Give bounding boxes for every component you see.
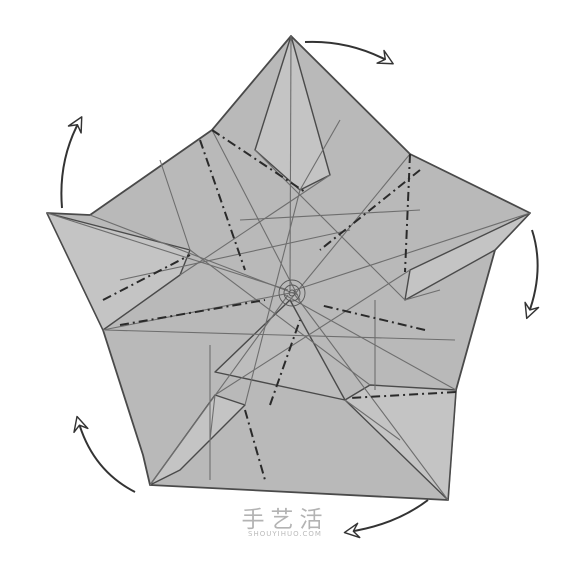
rotation-arrow-right xyxy=(524,229,540,320)
rotation-arrow-bottom-right xyxy=(343,499,429,539)
corner-flaps xyxy=(46,35,531,501)
rotation-arrow-bottom-left xyxy=(73,415,136,493)
rotation-arrow-left xyxy=(60,116,83,209)
rotation-arrows xyxy=(60,40,540,539)
watermark-url: SHOUYIHUO.COM xyxy=(248,530,322,538)
center-spiral xyxy=(278,279,306,307)
rotation-arrow-top xyxy=(304,40,394,65)
fold-lines-dashed xyxy=(102,129,457,481)
watermark-title: 手艺活 xyxy=(241,507,329,533)
center-triangle xyxy=(214,299,346,401)
